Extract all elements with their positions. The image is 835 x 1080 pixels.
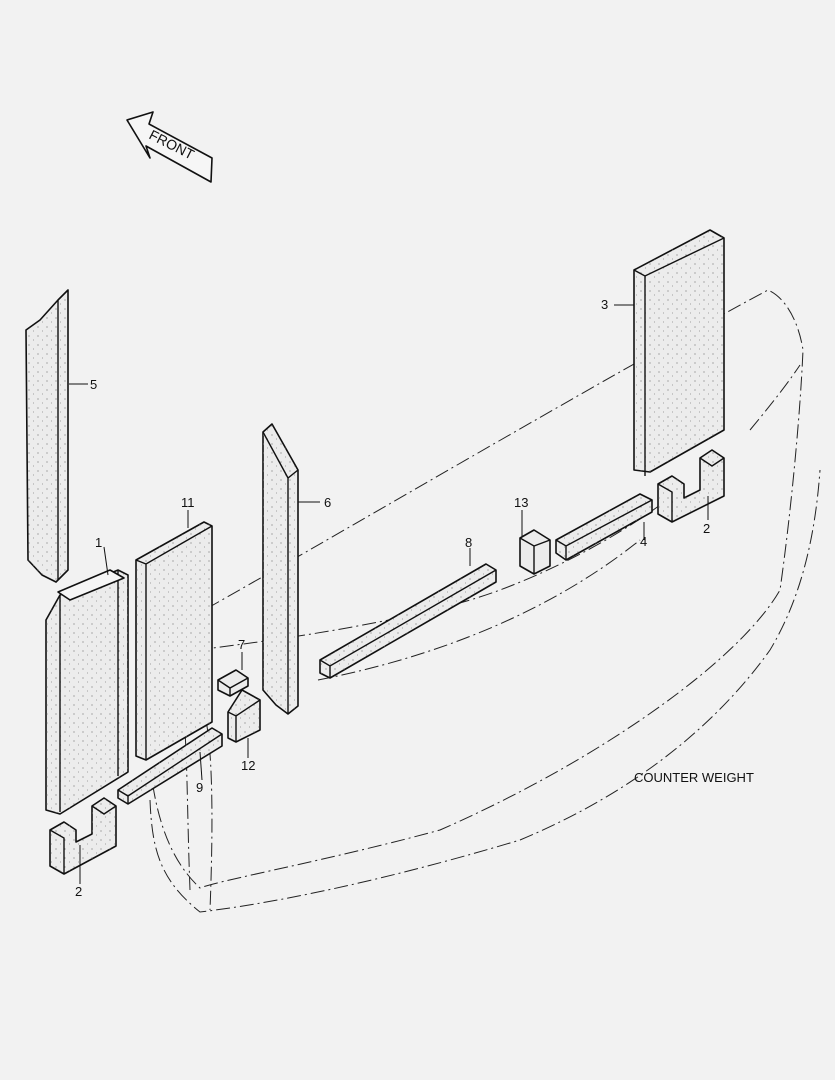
counter-weight-caption: COUNTER WEIGHT — [634, 770, 754, 785]
callout-7: 7 — [238, 637, 245, 652]
part-6-panel — [262, 423, 299, 715]
callout-11: 11 — [181, 495, 195, 510]
callout-3: 3 — [601, 297, 608, 312]
part-1-panel — [45, 569, 129, 815]
callout-4: 4 — [640, 534, 647, 549]
callout-13: 13 — [514, 495, 528, 510]
part-3-panel — [633, 229, 725, 476]
part-12-block — [227, 689, 261, 743]
callout-5: 5 — [90, 377, 97, 392]
part-13-block — [519, 529, 551, 575]
part-2-left-block — [49, 797, 117, 875]
callout-8: 8 — [465, 535, 472, 550]
callout-12: 12 — [241, 758, 255, 773]
part-9-bar — [117, 727, 223, 805]
part-11-panel — [135, 521, 213, 761]
part-5-panel — [25, 289, 69, 583]
callout-6: 6 — [324, 495, 331, 510]
front-arrow-icon: FRONT — [126, 111, 213, 183]
callout-2-right: 2 — [703, 521, 710, 536]
part-8-bar — [319, 563, 497, 679]
part-4-bar — [555, 493, 653, 561]
callout-1: 1 — [95, 535, 102, 550]
part-7-plate — [217, 669, 249, 697]
callout-labels: 1 2 2 3 4 5 6 7 8 9 11 12 13 — [75, 297, 710, 899]
callout-2-left: 2 — [75, 884, 82, 899]
callout-9: 9 — [196, 780, 203, 795]
callout-leaders — [69, 304, 709, 884]
